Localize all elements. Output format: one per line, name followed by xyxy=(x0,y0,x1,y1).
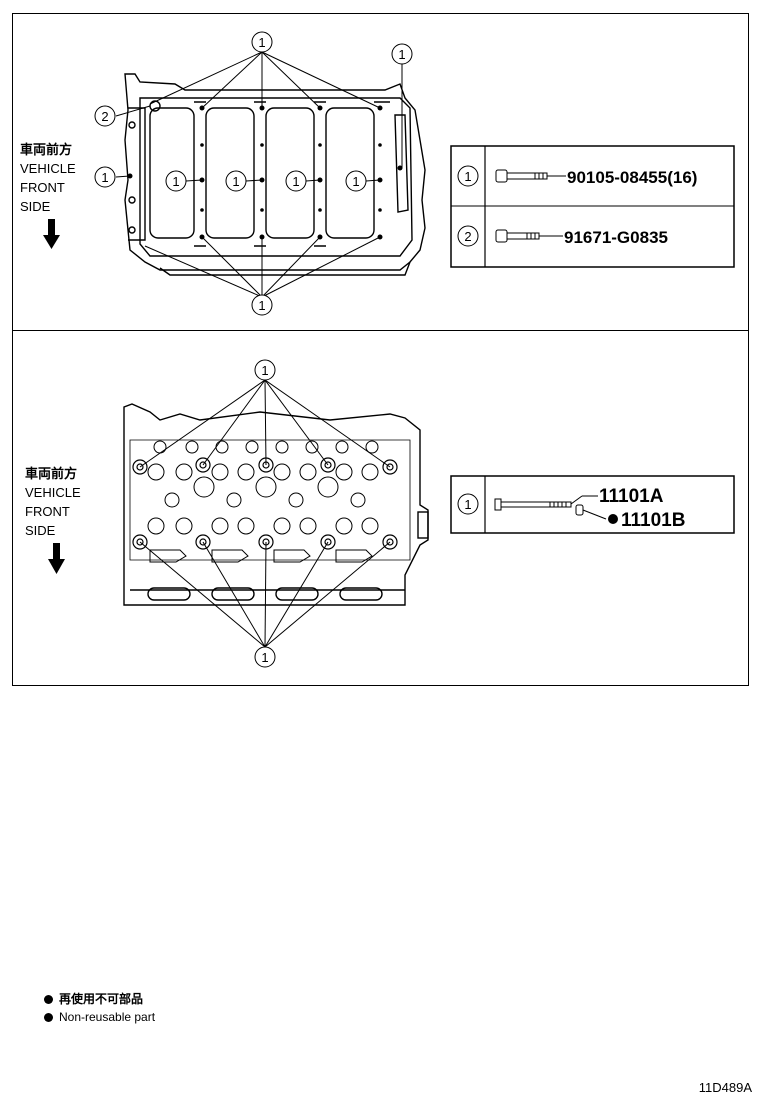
engine-diagrams: 1 1 1 2 1 1 1 1 1 1 90105-08455(16) 2 xyxy=(43,31,735,668)
bullet-icon xyxy=(44,1012,53,1022)
callout-label: 1 xyxy=(258,298,265,313)
callout-bolt-1-bottom: 1 xyxy=(251,294,273,316)
parts-row-1: 1 90105-08455(16) xyxy=(457,165,697,187)
callout-label: 1 xyxy=(352,174,359,189)
callout-label: 1 xyxy=(172,174,179,189)
figure-id: 11D489A xyxy=(698,1080,752,1095)
callout-label: 1 xyxy=(398,47,405,62)
part-number-a: 11101A xyxy=(599,486,664,507)
callout-label: 1 xyxy=(261,363,268,378)
vehicle-front-direction-label-bottom: 車両前方 VEHICLE FRONT SIDE xyxy=(25,464,81,540)
callout-label: 1 xyxy=(232,174,239,189)
callout-bolt-1-bottom: 1 xyxy=(254,646,276,668)
callout-bolt-1-bore-2: 1 xyxy=(225,170,247,192)
direction-label-line-1: VEHICLE xyxy=(25,485,81,500)
callout-bolt-1-bore-1: 1 xyxy=(165,170,187,192)
legend: 再使用不可部品 Non-reusable part xyxy=(44,990,155,1026)
callout-label: 2 xyxy=(101,109,108,124)
callout-bolt-1-bore-4: 1 xyxy=(345,170,367,192)
parts-row-2: 2 91671-G0835 xyxy=(457,225,668,247)
bottom-leader-lines xyxy=(139,379,391,648)
cylinder-block-drawing xyxy=(124,73,426,276)
bottom-parts-table: 1 11101A 11101B xyxy=(450,475,735,534)
direction-label-jp: 車両前方 xyxy=(20,142,73,157)
part-number-b: 11101B xyxy=(621,510,685,531)
callout-label: 1 xyxy=(258,35,265,50)
non-reusable-dot xyxy=(608,514,618,524)
part-number: 90105-08455(16) xyxy=(567,168,697,187)
row-ref: 2 xyxy=(464,229,471,244)
bolt-icon xyxy=(495,229,563,243)
legend-row-jp: 再使用不可部品 xyxy=(44,990,155,1008)
front-direction-arrow-top xyxy=(43,219,60,249)
bolt-icon xyxy=(495,169,566,183)
row-ref: 1 xyxy=(464,497,471,512)
legend-row-en: Non-reusable part xyxy=(44,1008,155,1026)
top-parts-table: 1 90105-08455(16) 2 91671-G0835 xyxy=(450,145,735,268)
direction-label-line-3: SIDE xyxy=(20,199,51,214)
direction-label-jp: 車両前方 xyxy=(25,466,78,481)
legend-text-en: Non-reusable part xyxy=(59,1010,156,1024)
callout-label: 1 xyxy=(101,170,108,185)
direction-label-line-2: FRONT xyxy=(25,504,70,519)
front-direction-arrow-bottom xyxy=(48,543,65,574)
callout-bolt-1-top: 1 xyxy=(254,359,276,381)
callout-bolt-2: 2 xyxy=(94,105,116,127)
bottom-callouts: 1 1 xyxy=(254,359,276,668)
direction-label-line-2: FRONT xyxy=(20,180,65,195)
top-leader-lines xyxy=(115,51,403,298)
callout-bolt-1-right: 1 xyxy=(391,43,413,65)
callout-bolt-1-bore-3: 1 xyxy=(285,170,307,192)
cylinder-head-drawing xyxy=(123,403,429,606)
vehicle-front-direction-label: 車両前方 VEHICLE FRONT SIDE xyxy=(20,140,76,216)
part-number: 91671-G0835 xyxy=(564,228,668,247)
bullet-icon xyxy=(44,994,53,1004)
callout-label: 1 xyxy=(292,174,299,189)
row-ref: 1 xyxy=(464,169,471,184)
legend-text-jp: 再使用不可部品 xyxy=(59,992,144,1006)
bottom-diagram-panel xyxy=(12,330,749,686)
callout-label: 1 xyxy=(261,650,268,665)
direction-label-line-3: SIDE xyxy=(25,523,56,538)
direction-label-line-1: VEHICLE xyxy=(20,161,76,176)
top-callouts: 1 1 1 2 1 1 1 1 1 xyxy=(94,31,413,316)
head-bolt-icon xyxy=(494,495,607,520)
callout-bolt-1-left: 1 xyxy=(94,166,116,188)
callout-bolt-1-top: 1 xyxy=(251,31,273,53)
